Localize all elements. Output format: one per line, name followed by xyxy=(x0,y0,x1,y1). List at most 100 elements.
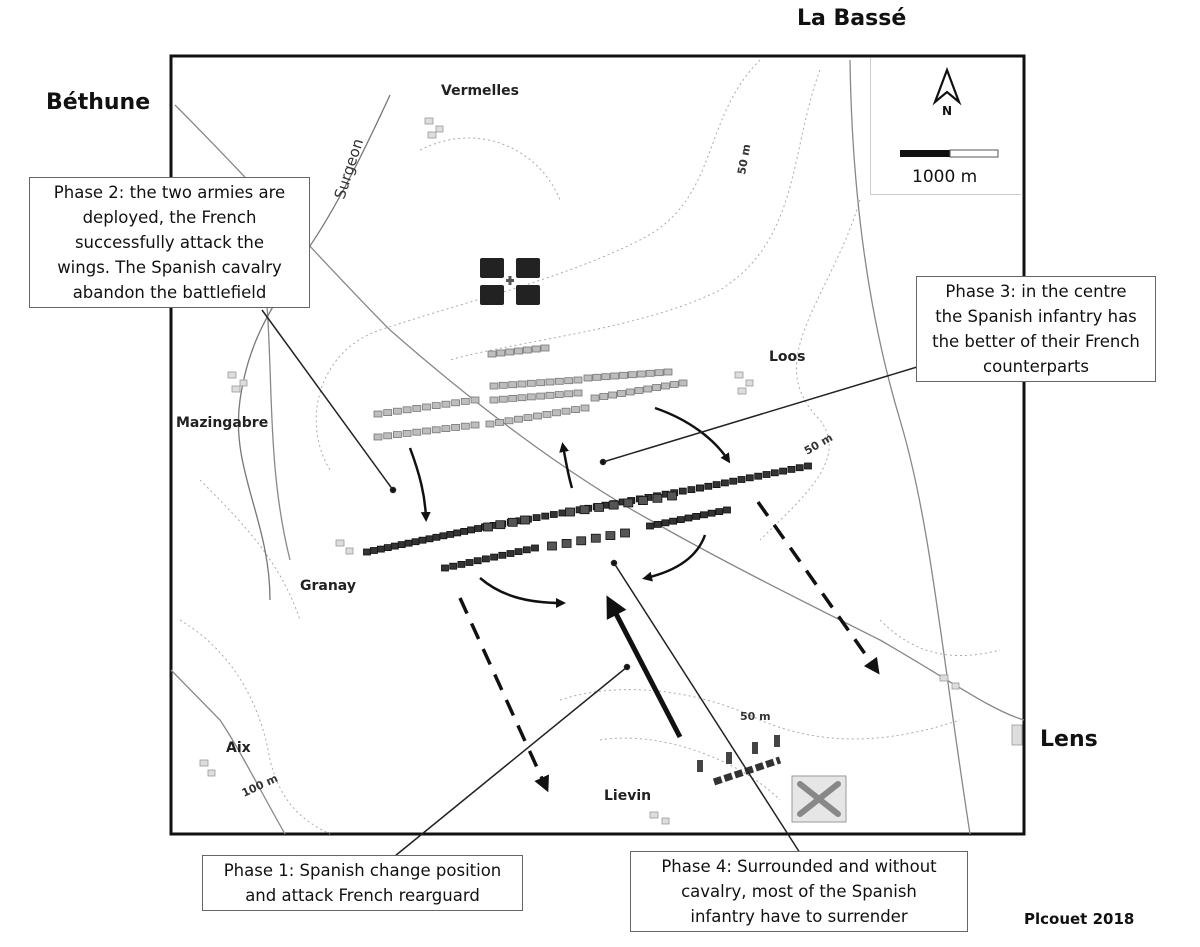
unit-block xyxy=(605,531,616,540)
unit-block xyxy=(533,412,542,420)
credit: Plcouet 2018 xyxy=(1024,910,1135,928)
unit-block xyxy=(678,379,688,387)
unit-block xyxy=(498,381,508,389)
village-marks xyxy=(199,117,1023,825)
unit-block xyxy=(451,399,461,407)
unit-block xyxy=(707,509,716,517)
phase-3-line: Phase 3: in the centre xyxy=(945,282,1127,301)
unit-block xyxy=(684,514,693,522)
unit-block xyxy=(700,511,708,519)
battle-symbol-icon xyxy=(791,775,847,823)
unit-block xyxy=(652,493,663,503)
unit-block xyxy=(561,407,571,415)
unit-block xyxy=(636,370,646,378)
unit-block xyxy=(495,418,504,426)
unit-block xyxy=(441,564,449,572)
unit-block xyxy=(676,516,685,523)
unit-block xyxy=(441,425,451,433)
contour-lines xyxy=(179,59,1001,835)
unit-block xyxy=(460,422,470,430)
unit-block xyxy=(383,409,393,417)
unit-block xyxy=(643,385,653,393)
place-aix: Aix xyxy=(226,740,251,756)
unit-block xyxy=(508,381,518,389)
unit-block xyxy=(412,428,422,436)
unit-block xyxy=(754,472,763,480)
place-lievin: Lievin xyxy=(604,788,651,804)
unit-block xyxy=(547,541,557,551)
unit-block xyxy=(554,377,564,385)
unit-block xyxy=(545,378,555,386)
unit-block xyxy=(498,551,507,559)
unit-block xyxy=(687,486,696,494)
phase-3-line: the better of their French xyxy=(932,332,1140,351)
unit-block xyxy=(564,390,574,398)
unit-block xyxy=(628,371,637,379)
unit-block xyxy=(540,344,550,352)
unit-block xyxy=(573,389,583,397)
unit-block xyxy=(508,394,518,402)
unit-block xyxy=(592,373,602,381)
unit-block xyxy=(526,393,536,401)
callout-leaders xyxy=(261,309,918,857)
phase-2-line: abandon the battlefield xyxy=(72,283,267,302)
unit-block xyxy=(652,384,661,391)
unit-block xyxy=(465,559,474,566)
unit-block xyxy=(599,393,609,400)
contour-label-north: 50 m xyxy=(735,143,753,175)
unit-block xyxy=(704,482,713,490)
unit-block xyxy=(451,423,461,431)
unit-block xyxy=(483,522,493,532)
phase-4-line: Phase 4: Surrounded and without xyxy=(661,857,937,876)
unit-block xyxy=(392,431,402,439)
phase-1-callout: Phase 1: Spanish change position and att… xyxy=(202,855,523,911)
unit-block xyxy=(505,348,515,356)
unit-block xyxy=(745,474,754,482)
unit-block xyxy=(608,391,617,399)
unit-block xyxy=(383,432,393,440)
unit-block xyxy=(590,533,601,543)
unit-block xyxy=(661,382,670,390)
unit-block xyxy=(532,514,541,521)
unit-block xyxy=(412,404,422,412)
river-surgeon xyxy=(237,94,391,601)
unit-block xyxy=(576,536,587,546)
unit-block xyxy=(723,506,731,514)
unit-block xyxy=(449,562,458,570)
unit-block xyxy=(373,433,383,441)
unit-block xyxy=(678,487,687,495)
unit-block xyxy=(552,409,561,417)
phase-3-line: counterparts xyxy=(983,357,1089,376)
scale-label: 1000 m xyxy=(912,167,978,187)
unit-block xyxy=(441,400,451,408)
town-label-la-basse: La Bassé xyxy=(797,6,907,31)
unit-block xyxy=(580,404,590,412)
unit-block xyxy=(610,372,620,380)
unit-block xyxy=(431,402,441,410)
unit-block xyxy=(536,379,546,387)
unit-block xyxy=(481,555,490,563)
unit-block xyxy=(473,557,482,565)
unit-block xyxy=(646,522,654,530)
phase-4-callout: Phase 4: Surrounded and without cavalry,… xyxy=(630,851,968,932)
phase-1-line: Phase 1: Spanish change position xyxy=(223,861,502,880)
unit-block xyxy=(542,410,552,418)
french-unit-lines xyxy=(373,344,688,441)
unit-block xyxy=(457,561,466,568)
unit-block xyxy=(729,477,738,485)
unit-block xyxy=(565,507,575,517)
unit-block xyxy=(770,469,779,477)
unit-block xyxy=(549,511,558,518)
unit-block xyxy=(517,394,527,402)
unit-block xyxy=(583,374,593,382)
phase-2-callout: Phase 2: the two armies are deployed, th… xyxy=(29,177,310,308)
unit-block xyxy=(762,471,771,478)
unit-block xyxy=(495,520,506,530)
unit-block xyxy=(692,513,701,520)
unit-block xyxy=(531,345,541,353)
unit-block xyxy=(431,426,441,434)
unit-block xyxy=(653,521,662,528)
unit-block xyxy=(654,369,664,377)
phase-1-line: and attack French rearguard xyxy=(245,886,480,905)
unit-block xyxy=(490,553,499,561)
